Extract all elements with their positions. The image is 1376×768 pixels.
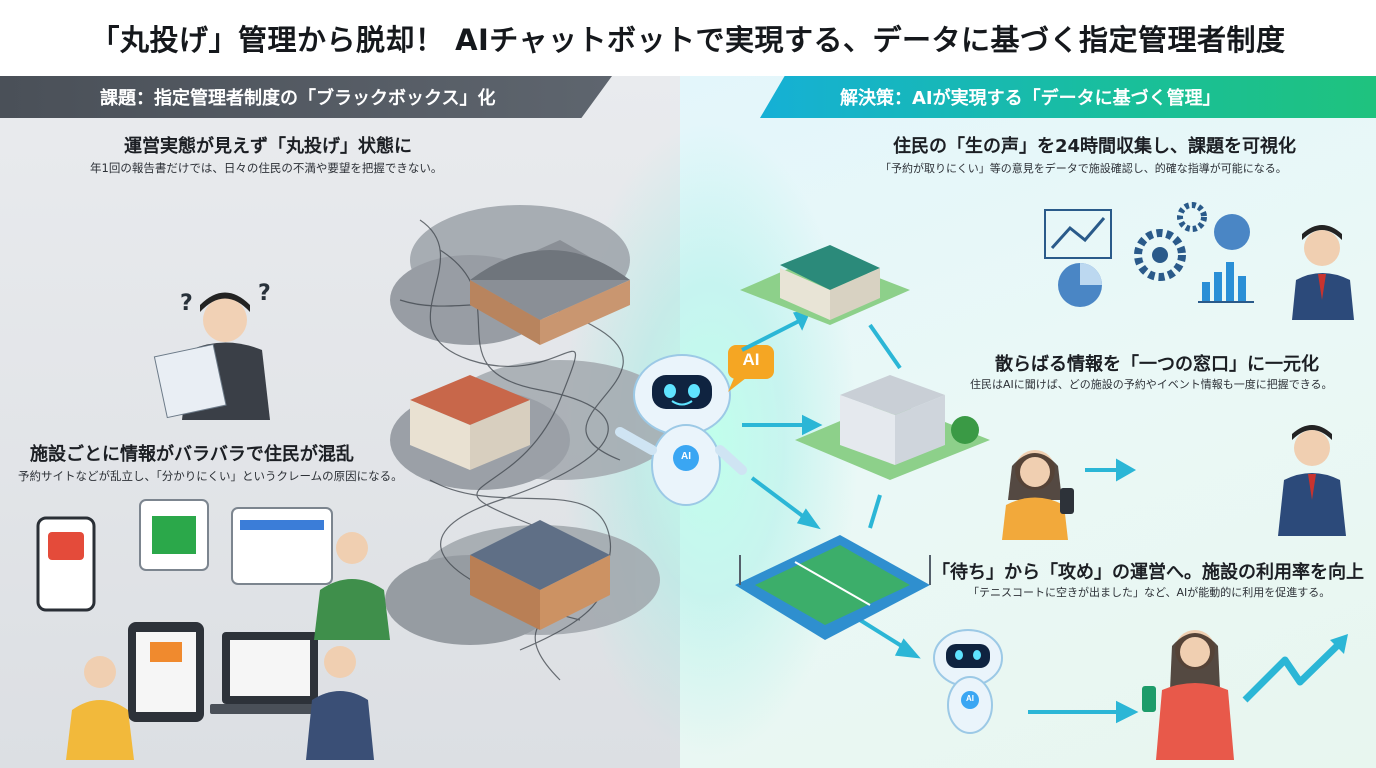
page-title: 「丸投げ」管理から脱却！ AIチャットボットで実現する、データに基づく指定管理者… <box>90 23 1286 57</box>
solution-point-1-text: 「予約が取りにくい」等の意見をデータで施設確認し、的確な指導が可能になる。 <box>880 162 1287 175</box>
solution-point-2-text: 住民はAIに聞けば、どの施設の予約やイベント情報も一度に把握できる。 <box>970 378 1333 391</box>
solution-point-1-heading: 住民の「生の声」を24時間収集し、課題を可視化 <box>893 136 1297 157</box>
ai-glow <box>560 120 860 760</box>
problem-header-text: 課題：指定管理者制度の「ブラックボックス」化 <box>100 88 496 109</box>
ai-bubble-label: AI <box>742 350 760 369</box>
solution-header: 解決策：AIが実現する「データに基づく管理」 <box>760 76 1376 118</box>
robot-badge: AI <box>681 451 691 462</box>
problem-point-2-heading: 施設ごとに情報がバラバラで住民が混乱 <box>30 444 354 465</box>
solution-point-3-heading: 「待ち」から「攻め」の運営へ。施設の利用率を向上 <box>932 562 1364 583</box>
title-bar: 「丸投げ」管理から脱却！ AIチャットボットで実現する、データに基づく指定管理者… <box>0 0 1376 76</box>
solution-point-2-heading: 散らばる情報を「一つの窓口」に一元化 <box>995 354 1319 375</box>
robot2-badge: AI <box>966 694 974 703</box>
solution-point-3-text: 「テニスコートに空きが出ました」など、AIが能動的に利用を促進する。 <box>968 586 1331 599</box>
solution-header-text: 解決策：AIが実現する「データに基づく管理」 <box>840 88 1221 109</box>
problem-header: 課題：指定管理者制度の「ブラックボックス」化 <box>0 76 612 118</box>
problem-point-2-text: 予約サイトなどが乱立し、「分かりにくい」というクレームの原因になる。 <box>18 469 403 483</box>
problem-point-1-heading: 運営実態が見えず「丸投げ」状態に <box>124 136 412 157</box>
problem-point-1-text: 年1回の報告書だけでは、日々の住民の不満や要望を把握できない。 <box>90 161 443 175</box>
